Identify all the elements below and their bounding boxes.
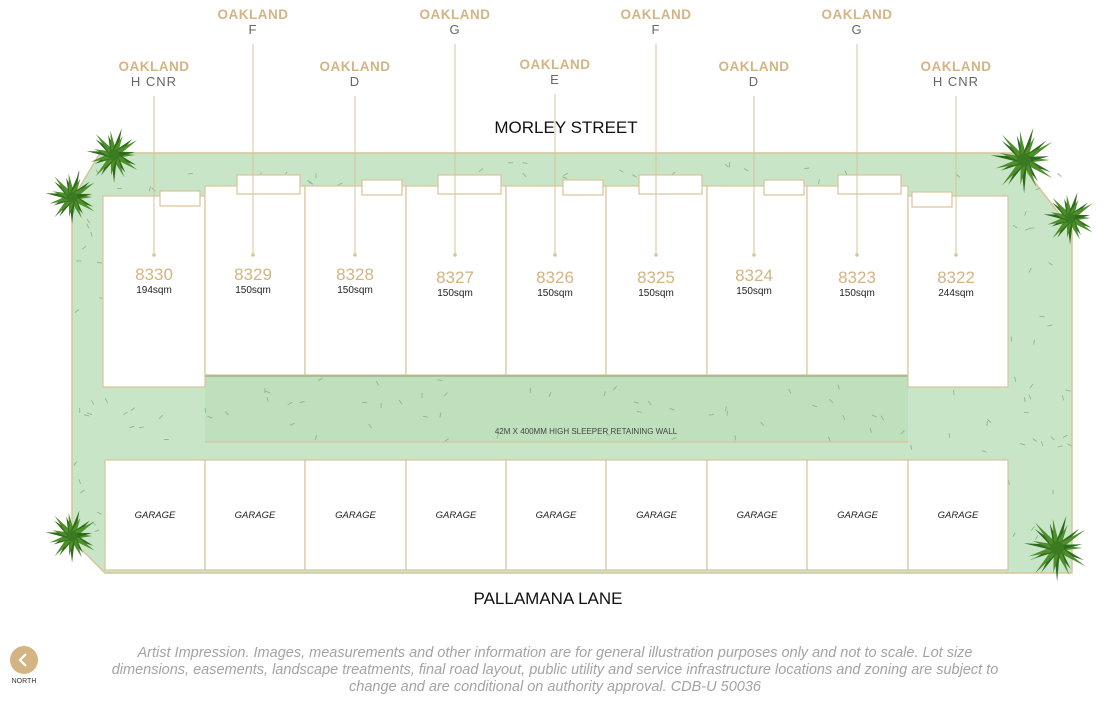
tree-icon [990,127,1053,194]
lot-area: 150sqm [839,288,875,299]
house-type-label: D [749,74,759,89]
disclaimer-text: Artist Impression. Images, measurements … [111,645,999,695]
north-arrow-icon [10,646,38,674]
morley-street-label: MORLEY STREET [494,118,637,137]
lot-number: 8326 [536,268,574,287]
lot-area: 150sqm [235,285,271,296]
garage-label: GARAGE [737,510,778,521]
garage: GARAGE [605,459,708,571]
tree-icon [1023,515,1086,582]
garage: GARAGE [907,459,1009,571]
house-type-label: D [350,74,360,89]
garage: GARAGE [806,459,909,571]
garage-label: GARAGE [436,510,477,521]
lot-area: 150sqm [638,288,674,299]
lot-area: 150sqm [537,288,573,299]
house-type-label: E [550,72,560,87]
lot-number: 8322 [937,268,975,287]
garage: GARAGE [405,459,507,571]
garage-label: GARAGE [636,510,677,521]
garage-label: GARAGE [135,510,176,521]
north-label: NORTH [11,678,37,685]
north-indicator: NORTH [9,646,39,685]
garage: GARAGE [706,459,808,571]
lot-area: 150sqm [337,285,373,296]
garage-label: GARAGE [335,510,376,521]
house-name-label: OAKLAND [218,7,289,22]
tree-icon [45,510,95,563]
lot-area: 150sqm [736,286,772,297]
house-name-label: OAKLAND [520,57,591,72]
lot-number: 8325 [637,268,675,287]
tree-icon [45,171,95,224]
garage: GARAGE [505,459,607,571]
lot-number: 8324 [735,266,773,285]
lot-number: 8328 [336,265,374,284]
house-type-label: H CNR [933,74,979,89]
lot-number: 8330 [135,265,173,284]
lot-area: 244sqm [938,288,974,299]
garage-label: GARAGE [938,510,979,521]
garage-label: GARAGE [837,510,878,521]
retaining-wall-label: 42M X 400MM HIGH SLEEPER RETAINING WALL [495,427,678,436]
house-name-label: OAKLAND [420,7,491,22]
pallamana-lane-label: PALLAMANA LANE [474,589,623,608]
lot-number: 8323 [838,268,876,287]
grass-texture [73,162,1073,560]
tree-icon [1043,192,1093,245]
lot-number: 8327 [436,268,474,287]
garage-label: GARAGE [536,510,577,521]
lot-area: 150sqm [437,288,473,299]
house-type-label: G [851,22,862,37]
house-name-label: OAKLAND [621,7,692,22]
house-name-label: OAKLAND [320,59,391,74]
house-name-label: OAKLAND [119,59,190,74]
house-type-label: F [652,22,661,37]
garage: GARAGE [104,459,206,571]
house-type-label: G [449,22,460,37]
retaining-wall-strip [205,376,908,442]
lot-area: 194sqm [136,285,172,296]
garage: GARAGE [304,459,407,571]
house-name-label: OAKLAND [921,59,992,74]
house-type-label: F [249,22,258,37]
tree-icon [86,128,138,183]
garage-label: GARAGE [235,510,276,521]
garage: GARAGE [204,459,306,571]
house-name-label: OAKLAND [719,59,790,74]
house-name-label: OAKLAND [822,7,893,22]
lot-number: 8329 [234,265,272,284]
house-type-label: H CNR [131,74,177,89]
